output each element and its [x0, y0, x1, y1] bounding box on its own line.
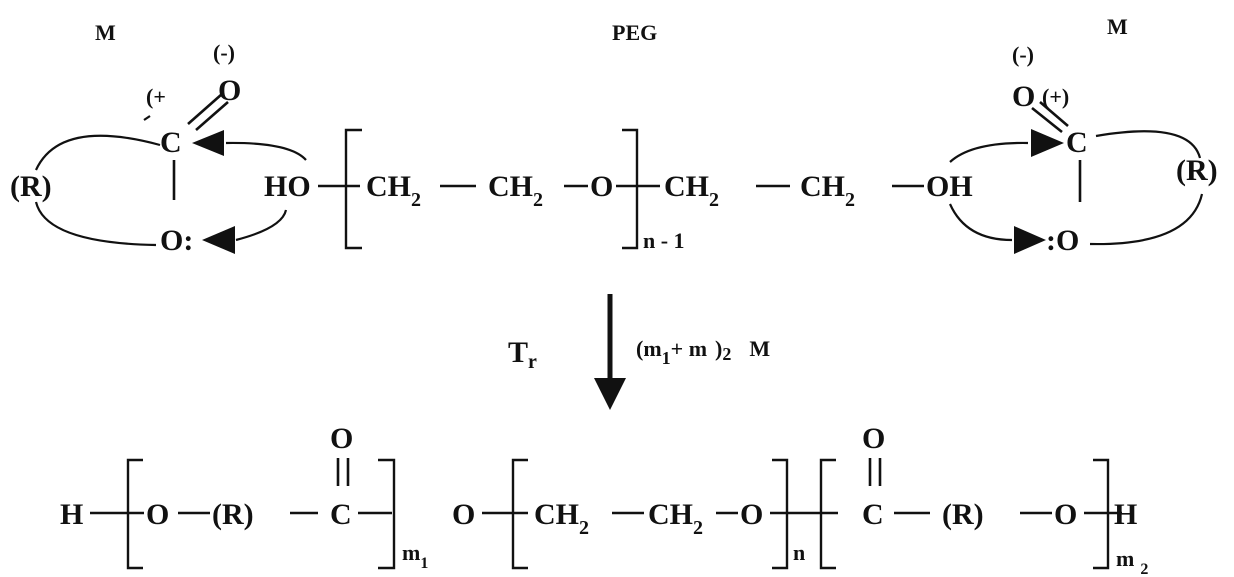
- block1-m: m: [402, 540, 420, 565]
- peg-bracket-right: [622, 128, 639, 250]
- reagent-sub-2: 2: [722, 344, 731, 364]
- charge-bracket-left: [143, 115, 151, 121]
- double-bond-right-a: [1031, 106, 1063, 134]
- product-ch2-1-sub: 2: [579, 517, 589, 539]
- block1-bracket-left: [126, 458, 143, 570]
- peg-block-bracket-right: [772, 458, 789, 570]
- negative-charge-left: (-): [213, 40, 235, 65]
- block2-m: m: [1116, 546, 1134, 571]
- carbonyl-carbon-left: C: [160, 126, 182, 159]
- product-ch2-1: CH2: [534, 498, 589, 539]
- block1-r-group: (R): [212, 498, 254, 531]
- product-ch2-2-ch: CH: [648, 498, 693, 531]
- peg-block-subscript: n: [793, 540, 805, 565]
- product: H O (R) O C m1 O CH2 CH2 O n O C (R) O: [60, 422, 1148, 577]
- linking-oxygen: O: [452, 498, 475, 531]
- terminal-hydrogen-left: H: [60, 498, 83, 531]
- reagent-monomer: M: [749, 336, 770, 361]
- ch2-3-ch: CH: [664, 170, 709, 203]
- ring-arc-top-left: [35, 134, 161, 171]
- block1-carbonyl-oxygen: O: [330, 422, 353, 455]
- polymer-label: PEG: [612, 20, 657, 45]
- ch2-4-sub: 2: [845, 189, 855, 211]
- block2-r-group: (R): [942, 498, 984, 531]
- positive-charge-left: (+: [146, 84, 166, 109]
- ch2-2-ch: CH: [488, 170, 533, 203]
- peg-bracket-left: [344, 128, 362, 250]
- reagent-sub-1: 1: [662, 348, 671, 368]
- reagent-open: (m: [636, 336, 662, 361]
- terminal-hydrogen-right: H: [1114, 498, 1137, 531]
- peg-repeat-subscript: n - 1: [643, 228, 685, 253]
- arrowhead-carbon-right: [1031, 129, 1064, 157]
- block2-carbon: C: [862, 498, 884, 531]
- ring-oxygen-right: :O: [1046, 224, 1079, 257]
- peg-chain: HO CH2 CH2 O n - 1 CH2 CH2 OH: [264, 128, 973, 253]
- hydroxyl-left: HO: [264, 170, 311, 203]
- ch2-1-sub: 2: [411, 189, 421, 211]
- reagent-plus: + m: [671, 336, 707, 361]
- monomer-label-right: M: [1107, 14, 1128, 39]
- block1-bracket-right: [378, 458, 396, 570]
- right-monomer: (-) O (+) C :O (R): [948, 42, 1218, 257]
- condition-t: T: [508, 336, 528, 369]
- ring-arc-bottom-left: [34, 201, 157, 247]
- carbonyl-carbon-right: C: [1066, 126, 1088, 159]
- reagent-close: ): [715, 336, 722, 361]
- ch2-1: CH2: [366, 170, 421, 211]
- block1-subscript: m1: [402, 540, 428, 572]
- ch2-3: CH2: [664, 170, 719, 211]
- hydrogen-bond-arc-bottom-right: [948, 203, 1013, 242]
- condition-r: r: [528, 351, 537, 373]
- carbonyl-oxygen-left: O: [218, 74, 241, 107]
- ch2-3-sub: 2: [709, 189, 719, 211]
- block2-oxygen: O: [1054, 498, 1077, 531]
- ch2-4: CH2: [800, 170, 855, 211]
- double-bond-left-a: [187, 93, 223, 125]
- ether-oxygen: O: [590, 170, 613, 203]
- product-ch2-2-sub: 2: [693, 517, 703, 539]
- negative-charge-right: (-): [1012, 42, 1034, 67]
- block2-m-sub: 2: [1140, 561, 1148, 577]
- product-ch2-1-ch: CH: [534, 498, 579, 531]
- double-bond-right-b: [1039, 101, 1069, 127]
- hydrogen-bond-arc-top-right: [949, 141, 1029, 163]
- r-group-right: (R): [1176, 154, 1218, 187]
- ch2-4-ch: CH: [800, 170, 845, 203]
- block1-carbon: C: [330, 498, 352, 531]
- double-bond-left-b: [195, 101, 229, 131]
- block1-oxygen: O: [146, 498, 169, 531]
- left-monomer: (-) O (+ C O: (R): [10, 40, 307, 257]
- peg-block-bracket-left: [511, 458, 528, 570]
- hydrogen-bond-arc-bottom-left: [235, 209, 288, 242]
- block1-m-sub: 1: [420, 555, 428, 572]
- carbonyl-oxygen-right: O: [1012, 80, 1035, 113]
- hydrogen-bond-arc-top-left: [225, 141, 307, 161]
- arrowhead-oxygen-left: [202, 226, 235, 254]
- block2-carbonyl-oxygen: O: [862, 422, 885, 455]
- ch2-2: CH2: [488, 170, 543, 211]
- r-group-left: (R): [10, 170, 52, 203]
- reaction-condition: Tr: [508, 336, 537, 373]
- ch2-2-sub: 2: [533, 189, 543, 211]
- arrowhead-oxygen-right: [1014, 226, 1046, 254]
- positive-charge-right: (+): [1042, 84, 1069, 109]
- block2-bracket-left: [819, 458, 836, 570]
- ring-oxygen-left: O:: [160, 224, 193, 257]
- ring-arc-top-right: [1095, 130, 1202, 159]
- ch2-1-ch: CH: [366, 170, 411, 203]
- reaction-arrowhead: [594, 378, 626, 410]
- product-ch2-2: CH2: [648, 498, 703, 539]
- hydroxyl-right: OH: [926, 170, 973, 203]
- monomer-label-left: M: [95, 20, 116, 45]
- product-ether-oxygen: O: [740, 498, 763, 531]
- arrowhead-carbon-left: [192, 130, 224, 156]
- block2-bracket-right: [1093, 458, 1110, 570]
- ring-arc-bottom-right: [1089, 193, 1204, 246]
